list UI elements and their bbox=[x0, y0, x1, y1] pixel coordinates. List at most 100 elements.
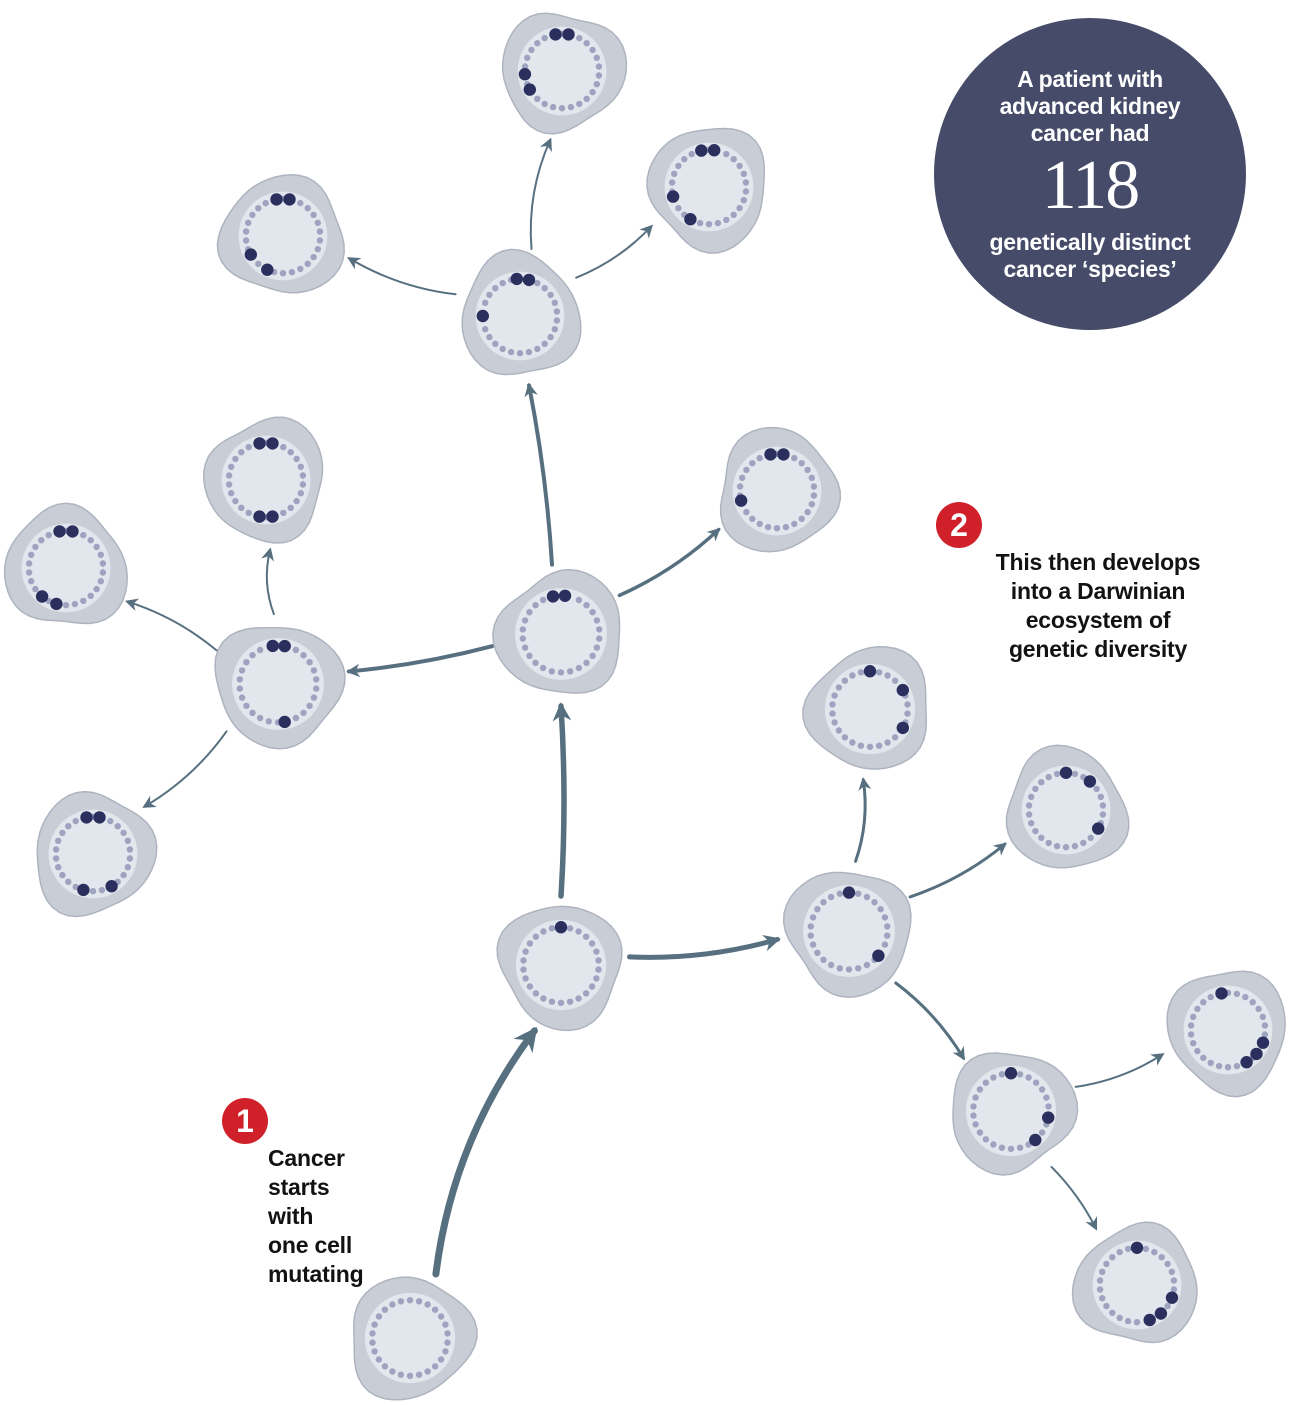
ring-dot bbox=[736, 483, 744, 490]
ring-dot bbox=[431, 1363, 439, 1370]
mutation-dot bbox=[546, 590, 560, 603]
mutation-dot bbox=[554, 921, 568, 934]
ring-dot bbox=[424, 1301, 431, 1308]
cell-right-mid bbox=[1005, 744, 1130, 869]
ring-dot bbox=[526, 652, 533, 659]
ring-dot bbox=[583, 602, 590, 609]
ring-dot bbox=[238, 504, 245, 511]
mutation-dot bbox=[777, 448, 790, 461]
ring-dot bbox=[375, 1313, 383, 1320]
arrow-center-to-left-hub bbox=[346, 644, 495, 678]
cell-top-hub bbox=[461, 248, 582, 376]
ring-dot bbox=[65, 878, 72, 885]
ring-dot bbox=[1045, 1103, 1052, 1110]
ring-dot bbox=[389, 1301, 396, 1308]
mutation-dot bbox=[105, 880, 118, 893]
ring-dot bbox=[1096, 1277, 1104, 1284]
cell-interior bbox=[238, 191, 328, 281]
arrow-left-hub-to-left-top bbox=[261, 547, 275, 616]
ring-dot bbox=[287, 449, 294, 456]
ring-dot bbox=[576, 34, 583, 42]
ring-dot bbox=[877, 906, 884, 913]
ring-dot bbox=[551, 326, 558, 333]
ring-dot bbox=[1028, 820, 1035, 827]
ring-dot bbox=[228, 490, 235, 497]
ring-dot bbox=[249, 211, 256, 219]
ring-dot bbox=[881, 941, 889, 948]
ring-dot bbox=[1093, 785, 1100, 793]
ring-dot bbox=[1190, 1013, 1197, 1020]
ring-dot bbox=[1097, 793, 1105, 800]
ring-dot bbox=[1032, 1079, 1040, 1086]
mutation-dot bbox=[666, 190, 680, 203]
ring-dot bbox=[1124, 1317, 1132, 1325]
mutation-dot bbox=[1256, 1036, 1270, 1049]
ring-dot bbox=[59, 871, 66, 879]
ring-dot bbox=[764, 523, 772, 531]
ring-dot bbox=[532, 602, 539, 609]
ring-dot bbox=[566, 925, 574, 932]
ring-dot bbox=[972, 1121, 979, 1128]
ring-dot bbox=[836, 890, 843, 897]
ring-dot bbox=[124, 837, 131, 844]
ring-dot bbox=[539, 664, 547, 672]
mutation-dot bbox=[1250, 1047, 1263, 1061]
ring-dot bbox=[313, 676, 320, 683]
mutation-dot bbox=[53, 525, 66, 538]
arrow-right-hub-to-right-mid bbox=[908, 842, 1007, 899]
ring-dot bbox=[583, 40, 590, 47]
ring-dot bbox=[314, 246, 321, 253]
ring-dot bbox=[1233, 990, 1241, 998]
ring-dot bbox=[72, 883, 79, 891]
cell-interior bbox=[517, 26, 607, 116]
ring-dot bbox=[756, 454, 763, 462]
mutation-dot bbox=[1029, 1133, 1042, 1147]
ring-dot bbox=[369, 1330, 376, 1337]
ring-dot bbox=[875, 669, 883, 676]
arrow-right-hub-to-right-up bbox=[854, 777, 872, 863]
ring-dot bbox=[28, 578, 35, 585]
ring-dot bbox=[593, 948, 600, 955]
ring-dot bbox=[28, 551, 35, 558]
mutation-dot bbox=[77, 883, 90, 897]
mutation-dot bbox=[1083, 775, 1097, 788]
mutation-dot bbox=[66, 525, 79, 538]
ring-dot bbox=[1032, 785, 1039, 793]
cell-interior bbox=[364, 1292, 456, 1384]
arrow-founder-to-first-mutant bbox=[432, 1026, 538, 1278]
mutation-dot bbox=[1154, 1307, 1168, 1320]
mutation-dot bbox=[278, 639, 291, 653]
ring-dot bbox=[442, 1348, 449, 1355]
ring-dot bbox=[540, 995, 547, 1002]
ring-dot bbox=[32, 543, 39, 551]
mutation-dot bbox=[510, 272, 523, 286]
mutation-dot bbox=[1059, 766, 1073, 779]
ring-dot bbox=[807, 923, 814, 930]
cell-interior bbox=[21, 523, 111, 613]
ring-dot bbox=[437, 1313, 445, 1320]
ring-dot bbox=[525, 348, 533, 356]
ring-dot bbox=[582, 990, 590, 997]
ring-dot bbox=[80, 597, 87, 605]
ring-dot bbox=[835, 727, 843, 734]
ring-dot bbox=[25, 569, 33, 576]
cell-far-right bbox=[1166, 970, 1286, 1098]
ring-dot bbox=[1142, 1245, 1150, 1253]
ring-dot bbox=[126, 855, 134, 862]
mutation-dot bbox=[1042, 1111, 1055, 1124]
ring-dot bbox=[249, 709, 256, 716]
ring-dot bbox=[87, 592, 94, 599]
ring-dot bbox=[982, 1079, 990, 1086]
ring-dot bbox=[256, 646, 264, 654]
ring-dot bbox=[522, 948, 529, 955]
ring-dot bbox=[415, 1298, 423, 1305]
ring-dot bbox=[1133, 1319, 1141, 1326]
arrow-top-hub-to-top-leaf bbox=[529, 137, 552, 250]
mutation-dot bbox=[523, 83, 536, 96]
ring-dot bbox=[314, 219, 321, 226]
ring-dot bbox=[526, 609, 533, 616]
mutation-dot bbox=[1240, 1056, 1253, 1069]
ring-dot bbox=[316, 237, 324, 244]
mutation-dot bbox=[266, 639, 279, 653]
ring-dot bbox=[397, 1371, 405, 1378]
